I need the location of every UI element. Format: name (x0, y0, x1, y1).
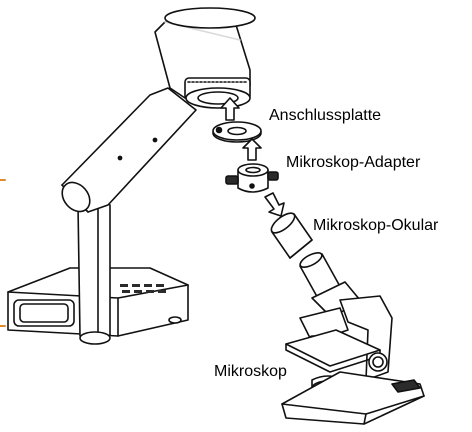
arrow-adapter-to-eyepiece (265, 193, 284, 216)
margin-marks (0, 180, 5, 326)
label-microscope-eyepiece: Mikroskop-Okular (313, 218, 438, 234)
microscope (282, 250, 424, 424)
microscope-eyepiece (268, 210, 312, 258)
microscope-adapter (226, 164, 278, 192)
label-microscope: Mikroskop (214, 364, 287, 380)
connection-plate (213, 122, 261, 142)
label-connection-plate: Anschlussplatte (269, 108, 381, 124)
label-microscope-adapter: Mikroskop-Adapter (286, 155, 420, 171)
camera-arm (57, 88, 196, 217)
camera-stand (78, 196, 110, 344)
